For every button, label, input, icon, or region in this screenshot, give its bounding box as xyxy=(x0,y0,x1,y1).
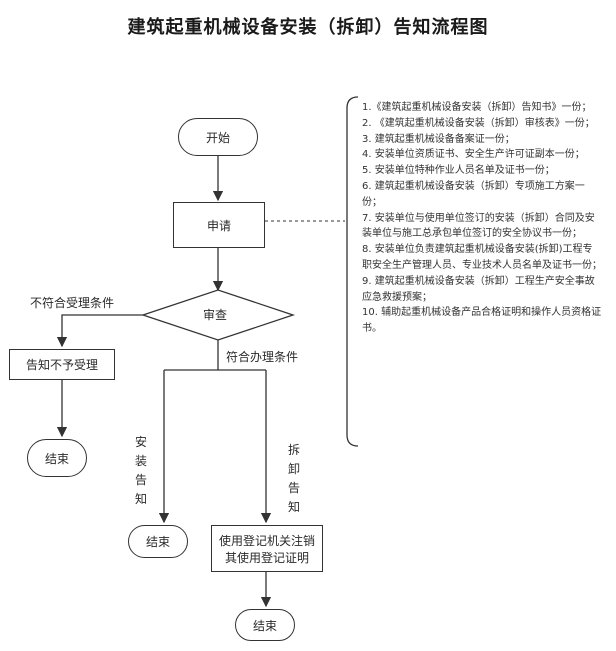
material-item-3: 3. 建筑起重机械设备备案证一份； xyxy=(362,133,515,145)
start-node: 开始 xyxy=(178,118,258,156)
apply-label: 申请 xyxy=(206,218,231,233)
material-item-5: 5. 安装单位特种作业人员名单及证书一份； xyxy=(362,165,555,177)
materials-list: 1.《建筑起重机械设备安装（拆卸）告知书》一份； 2. 《建筑起重机械设备安装（… xyxy=(362,100,602,337)
dismantle-notice-label: 拆卸告知 xyxy=(287,443,300,514)
end-left-node: 结束 xyxy=(27,439,87,477)
page-title: 建筑起重机械设备安装（拆卸）告知流程图 xyxy=(127,17,489,38)
end-bottom-node: 结束 xyxy=(235,609,295,641)
material-item-4: 4. 安装单位资质证书、安全生产许可证副本一份； xyxy=(362,149,585,161)
material-item-9: 9. 建筑起重机械设备安装（拆卸）工程生产安全事故应急救援预案； xyxy=(362,275,595,303)
material-item-10: 10. 辅助起重机械设备产品合格证明和操作人员资格证书。 xyxy=(362,307,602,335)
material-item-6: 6. 建筑起重机械设备安装（拆卸）专项施工方案一份； xyxy=(362,180,585,208)
start-label: 开始 xyxy=(205,130,230,145)
apply-node: 申请 xyxy=(173,202,265,248)
material-item-7: 7. 安装单位与使用单位签订的安装（拆卸）合同及安装单位与施工总承包单位签订的安… xyxy=(362,212,595,240)
material-item-2: 2. 《建筑起重机械设备安装（拆卸）审核表》一份； xyxy=(362,117,595,129)
cancel-line-1: 使用登记机关注销 xyxy=(218,533,315,548)
install-notice-label: 安装告知 xyxy=(134,435,147,506)
end-middle-node: 结束 xyxy=(128,525,188,558)
accept-condition-label: 符合办理条件 xyxy=(226,350,299,364)
cancel-registration-node: 使用登记机关注销 其使用登记证明 xyxy=(211,525,323,572)
cancel-line-2: 其使用登记证明 xyxy=(224,550,309,565)
reject-notice-node: 告知不予受理 xyxy=(9,349,115,380)
reject-condition-label: 不符合受理条件 xyxy=(30,296,115,310)
material-item-8: 8. 安装单位负责建筑起重机械设备安装(拆卸)工程专职安全生产管理人员、专业技术… xyxy=(362,244,602,271)
end-bottom-label: 结束 xyxy=(252,618,277,633)
material-item-1: 1.《建筑起重机械设备安装（拆卸）告知书》一份； xyxy=(362,102,592,113)
end-left-label: 结束 xyxy=(44,451,69,466)
reject-notice-label: 告知不予受理 xyxy=(25,358,98,372)
review-label: 审查 xyxy=(202,308,227,322)
end-middle-label: 结束 xyxy=(145,535,170,549)
